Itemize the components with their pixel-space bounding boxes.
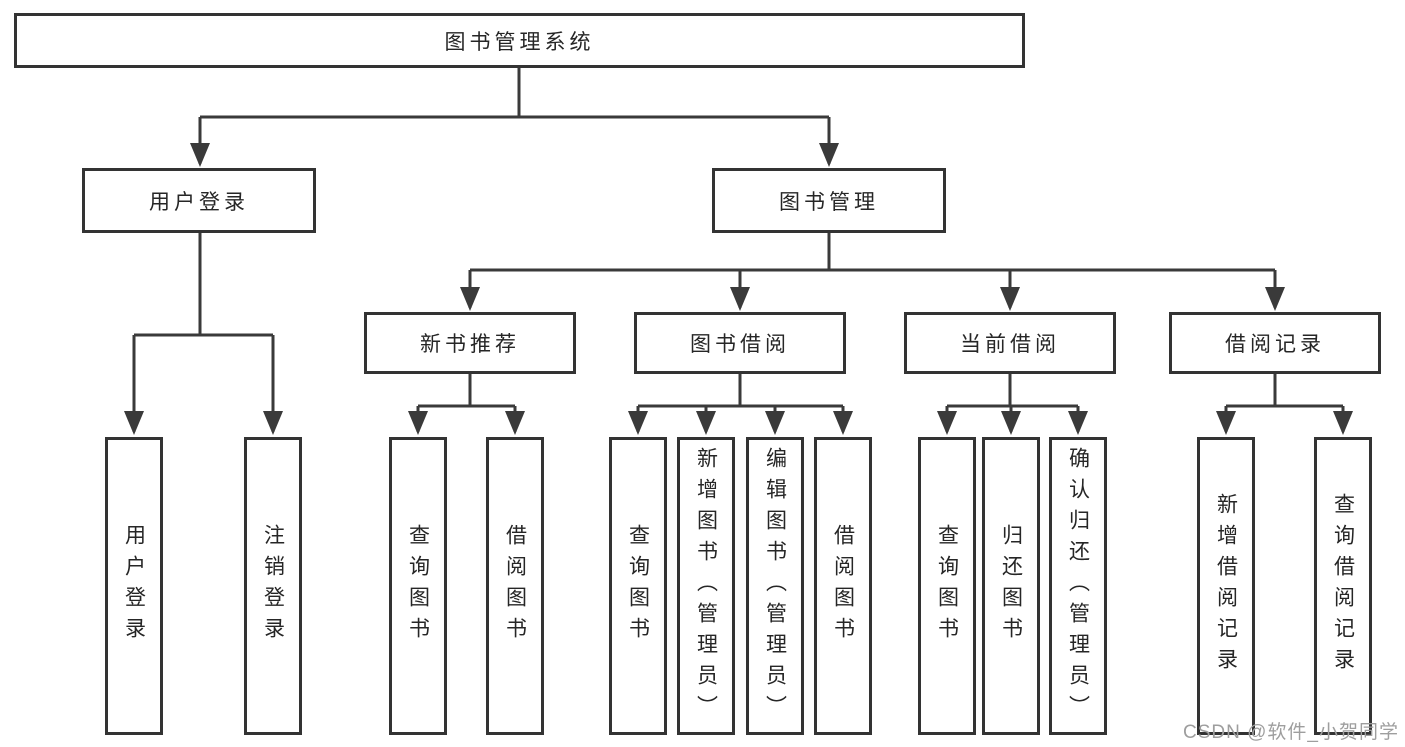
watermark: CSDN @软件_小贺同学: [1183, 722, 1399, 743]
leaf-borrow-add-books-admin: 新增图书（管理员）: [677, 437, 735, 735]
node-book-management-module: 图书管理: [712, 168, 946, 233]
leaf-logout: 注销登录: [244, 437, 302, 735]
leaf-borrow-query-books: 查询图书: [609, 437, 667, 735]
connector-bookmgmt-to-level3: [460, 233, 1285, 311]
node-root-system: 图书管理系统: [14, 13, 1025, 68]
leaf-borrow-edit-books-admin: 编辑图书（管理员）: [746, 437, 804, 735]
leaf-newbook-borrow-books: 借阅图书: [486, 437, 544, 735]
node-user-login-module: 用户登录: [82, 168, 316, 233]
leaf-newbook-query-books: 查询图书: [389, 437, 447, 735]
node-new-book-recommend: 新书推荐: [364, 312, 576, 374]
connector-records-to-leaves: [1216, 374, 1353, 435]
connector-current-to-leaves: [937, 374, 1088, 435]
connector-newbook-to-leaves: [408, 374, 525, 435]
node-book-borrowing: 图书借阅: [634, 312, 846, 374]
connector-root-to-level2: [190, 68, 839, 167]
leaf-records-add-record: 新增借阅记录: [1197, 437, 1255, 735]
leaf-current-confirm-return-admin: 确认归还（管理员）: [1049, 437, 1107, 735]
connector-userlogin-to-leaves: [124, 233, 283, 435]
leaf-current-query-books: 查询图书: [918, 437, 976, 735]
connector-borrow-to-leaves: [628, 374, 853, 435]
leaf-current-return-books: 归还图书: [982, 437, 1040, 735]
leaf-borrow-borrow-books: 借阅图书: [814, 437, 872, 735]
leaf-records-query-record: 查询借阅记录: [1314, 437, 1372, 735]
node-borrowing-records: 借阅记录: [1169, 312, 1381, 374]
leaf-user-login: 用户登录: [105, 437, 163, 735]
node-current-borrowing: 当前借阅: [904, 312, 1116, 374]
